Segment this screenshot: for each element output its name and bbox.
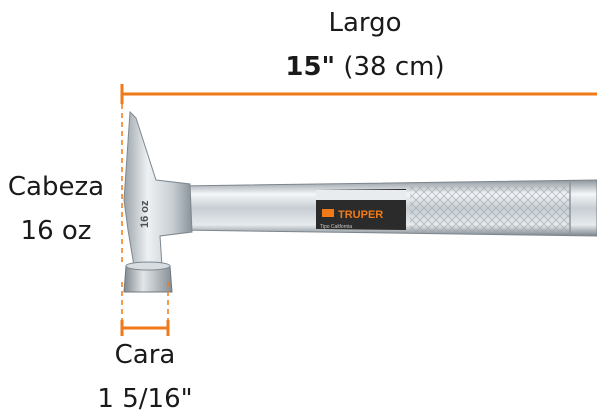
- head-stamp: 16 oz: [139, 200, 151, 228]
- length-dimension-line: [120, 84, 597, 262]
- length-value: 15" (38 cm): [280, 52, 450, 82]
- length-label: Largo: [328, 8, 402, 38]
- handle-text: Tipo California: [320, 224, 352, 230]
- brand-logo-icon: [322, 209, 334, 217]
- hammer-head: 16 oz: [123, 110, 193, 267]
- face-value: 1 5/16": [97, 384, 193, 414]
- face-label: Cara: [114, 340, 176, 370]
- head-weight-label: Cabeza: [7, 172, 105, 202]
- length-imperial: 15": [285, 52, 336, 82]
- brand-label-band: TRUPER Tipo California: [316, 189, 406, 230]
- face-dimension-line: [120, 282, 170, 336]
- hammer-face: [123, 261, 173, 293]
- length-metric: (38 cm): [343, 52, 445, 82]
- brand-name: TRUPER: [338, 209, 383, 221]
- head-weight-value: 16 oz: [20, 216, 92, 246]
